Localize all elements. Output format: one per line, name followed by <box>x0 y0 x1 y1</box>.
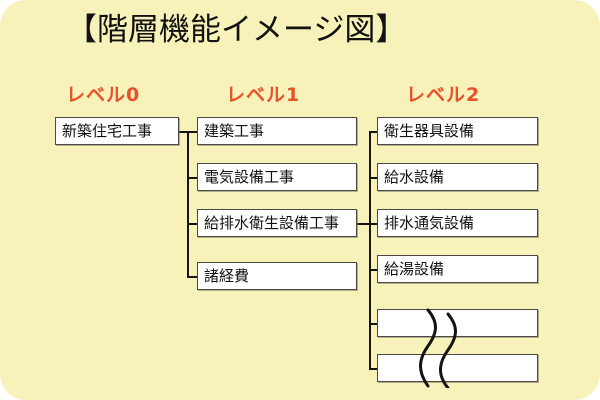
node-label: 給排水衛生設備工事 <box>204 213 340 232</box>
node-level1-3[interactable]: 給排水衛生設備工事 <box>197 209 357 237</box>
connector-level1-to-level2-stub <box>357 223 371 225</box>
connector-branch-level1-3 <box>187 223 199 225</box>
node-level2-2[interactable]: 給水設備 <box>377 163 538 191</box>
connector-branch-level2-5 <box>369 323 379 325</box>
connector-branch-level1-4 <box>187 276 199 278</box>
node-level2-3[interactable]: 排水通気設備 <box>377 209 538 237</box>
connector-branch-level2-6 <box>369 368 379 370</box>
node-level2-4[interactable]: 給湯設備 <box>377 255 538 283</box>
node-label: 電気設備工事 <box>204 167 295 186</box>
node-label: 給湯設備 <box>384 259 445 278</box>
node-level1-1[interactable]: 建築工事 <box>197 117 357 145</box>
node-label: 諸経費 <box>204 266 250 285</box>
node-label: 給水設備 <box>384 167 445 186</box>
node-level2-1[interactable]: 衛生器具設備 <box>377 117 538 145</box>
connector-level1-trunk <box>187 131 189 277</box>
connector-branch-level2-2 <box>369 177 379 179</box>
page-title: 【階層機能イメージ図】 <box>66 12 407 48</box>
connector-level2-trunk <box>369 131 371 369</box>
connector-branch-level1-2 <box>187 177 199 179</box>
node-label: 衛生器具設備 <box>384 121 475 140</box>
column-header-level-2: レベル2 <box>406 84 481 106</box>
node-label: 建築工事 <box>204 121 265 140</box>
node-level1-4[interactable]: 諸経費 <box>197 262 357 290</box>
connector-branch-level1-1 <box>187 131 199 133</box>
node-level0-1[interactable]: 新築住宅工事 <box>55 117 179 145</box>
connector-branch-level2-4 <box>369 269 379 271</box>
column-header-level-0: レベル0 <box>66 84 141 106</box>
node-label: 新築住宅工事 <box>62 121 153 140</box>
column-header-level-1: レベル1 <box>226 84 301 106</box>
node-level2-6[interactable] <box>377 354 538 382</box>
connector-branch-level2-3 <box>369 223 379 225</box>
node-label: 排水通気設備 <box>384 213 475 232</box>
node-level2-5[interactable] <box>377 309 538 337</box>
node-level1-2[interactable]: 電気設備工事 <box>197 163 357 191</box>
connector-branch-level2-1 <box>369 131 379 133</box>
